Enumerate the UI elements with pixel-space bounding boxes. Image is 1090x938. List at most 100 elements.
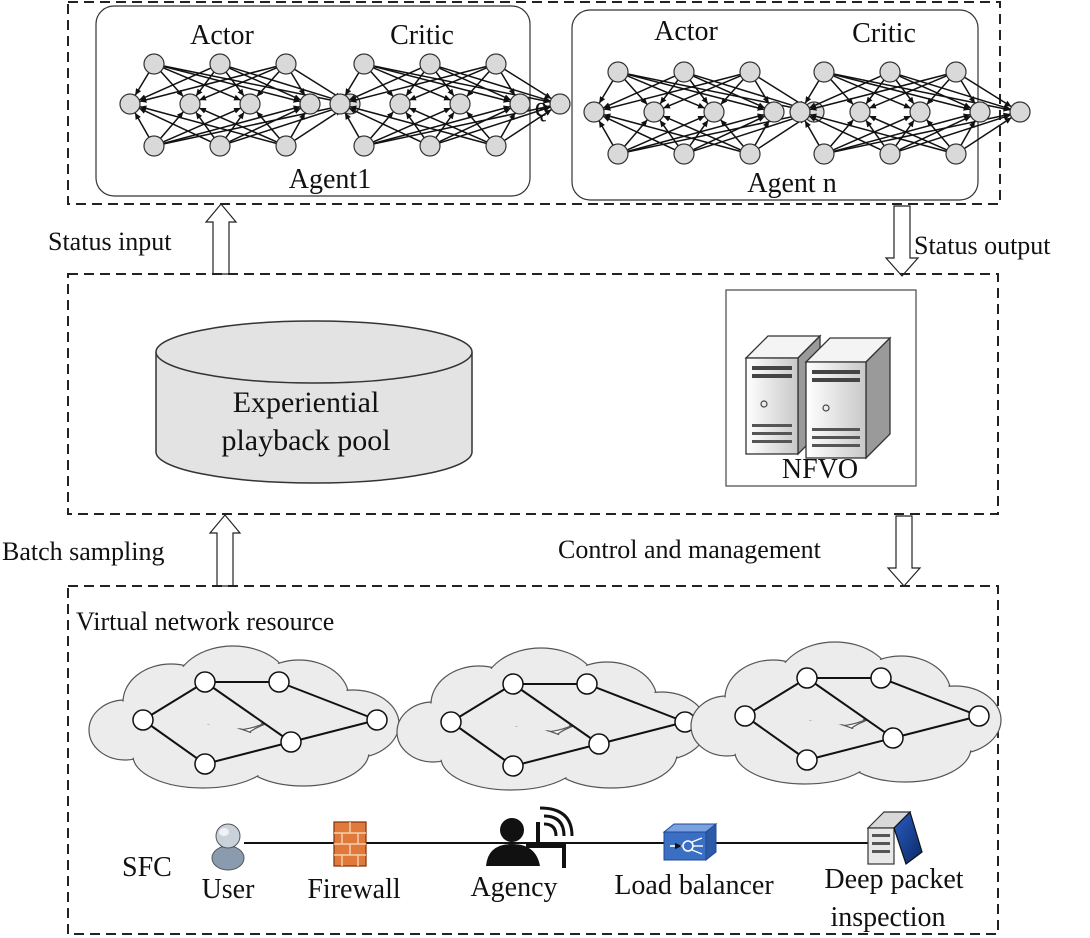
nn-connection: [693, 114, 805, 152]
nn-connection: [662, 115, 742, 151]
nn-connection: [960, 120, 976, 146]
nn-connection: [408, 107, 488, 143]
nn-node: [143, 53, 165, 75]
status-input-label: Status input: [48, 227, 172, 256]
nn-connection: [963, 116, 1013, 150]
load-balancer-icon: [662, 822, 718, 862]
nn-connection: [160, 70, 184, 98]
nn-connection: [373, 65, 511, 103]
nn-connection: [465, 111, 491, 139]
nn-connection: [868, 115, 948, 151]
nn-connection: [438, 67, 512, 101]
nn-connection: [926, 78, 950, 106]
nn-connection: [225, 111, 245, 139]
network-link: [880, 677, 980, 717]
network-link: [806, 677, 894, 739]
nn-connection: [229, 106, 341, 144]
nn-connection: [623, 119, 649, 147]
nn-connection: [833, 113, 971, 153]
network-node: [194, 753, 216, 775]
network-node: [440, 711, 462, 733]
nn-connection: [370, 70, 394, 98]
nn-connection: [898, 75, 972, 109]
nn-node: [329, 93, 351, 115]
nn-connection: [466, 70, 490, 98]
sfc-user-label: User: [202, 874, 256, 905]
user-icon: [211, 823, 245, 871]
nn-connection: [500, 72, 516, 96]
agent-n-actor-label: Actor: [654, 16, 718, 47]
nn-node: [969, 101, 991, 123]
network-link: [142, 719, 206, 765]
nn-connection: [898, 115, 972, 151]
nn-connection: [626, 115, 706, 151]
nn-node: [739, 61, 761, 83]
network-link: [450, 683, 514, 723]
nn-node: [763, 101, 785, 123]
nn-connection: [693, 74, 805, 110]
nn-connection: [804, 80, 820, 104]
nn-connection: [598, 80, 614, 104]
nn-connection: [255, 111, 281, 139]
nn-node: [813, 143, 835, 165]
nn-node: [209, 135, 231, 157]
nn-connection: [689, 119, 709, 147]
nn-connection: [294, 68, 342, 100]
cloud-network-2: [396, 647, 708, 791]
nn-connection: [163, 65, 301, 103]
agent-n-critic-network: [789, 61, 1031, 165]
nn-connection: [960, 80, 976, 104]
status-input-arrow: [204, 203, 238, 275]
nn-node: [673, 143, 695, 165]
nn-connection: [134, 112, 150, 138]
nn-connection: [290, 72, 306, 96]
network-node: [268, 671, 290, 693]
nn-connection: [408, 67, 488, 101]
nn-connection: [134, 72, 150, 96]
network-link: [278, 681, 378, 721]
nn-connection: [439, 106, 551, 144]
nn-connection: [372, 107, 452, 143]
nn-connection: [692, 75, 766, 109]
network-node: [366, 709, 388, 731]
nn-node: [549, 93, 571, 115]
nn-connection: [624, 78, 648, 106]
nn-node: [353, 135, 375, 157]
nn-node: [485, 53, 507, 75]
nn-connection: [809, 73, 947, 111]
nn-node: [119, 93, 141, 115]
nn-connection: [139, 105, 277, 145]
nn-connection: [895, 79, 915, 105]
nn-connection: [868, 75, 948, 109]
network-node: [882, 727, 904, 749]
nn-connection: [627, 73, 765, 111]
nn-node: [353, 53, 375, 75]
nn-node: [583, 101, 605, 123]
nfvo-label: NFVO: [782, 454, 858, 485]
cloud-network-1: [88, 645, 400, 789]
nn-connection: [692, 115, 766, 151]
nn-node: [179, 93, 201, 115]
nn-connection: [162, 107, 242, 143]
nn-connection: [290, 112, 306, 138]
nn-connection: [833, 73, 971, 111]
nn-connection: [159, 111, 185, 139]
nn-connection: [228, 107, 302, 143]
nn-connection: [349, 65, 487, 103]
network-node: [796, 667, 818, 689]
agent-n-critic-label: Critic: [852, 18, 916, 49]
nn-connection: [719, 119, 745, 147]
nn-connection: [344, 72, 360, 96]
resource-title: Virtual network resource: [76, 607, 334, 636]
network-link: [806, 737, 894, 761]
nn-connection: [349, 105, 487, 145]
network-node: [576, 673, 598, 695]
nn-node: [509, 93, 531, 115]
nn-node: [1009, 101, 1031, 123]
agent1-actor-label: Actor: [190, 20, 254, 51]
network-link: [586, 683, 686, 723]
sfc-dpi-label-line1: Deep packet: [824, 864, 963, 895]
nn-node: [643, 101, 665, 123]
nn-connection: [720, 78, 744, 106]
nn-node: [879, 61, 901, 83]
